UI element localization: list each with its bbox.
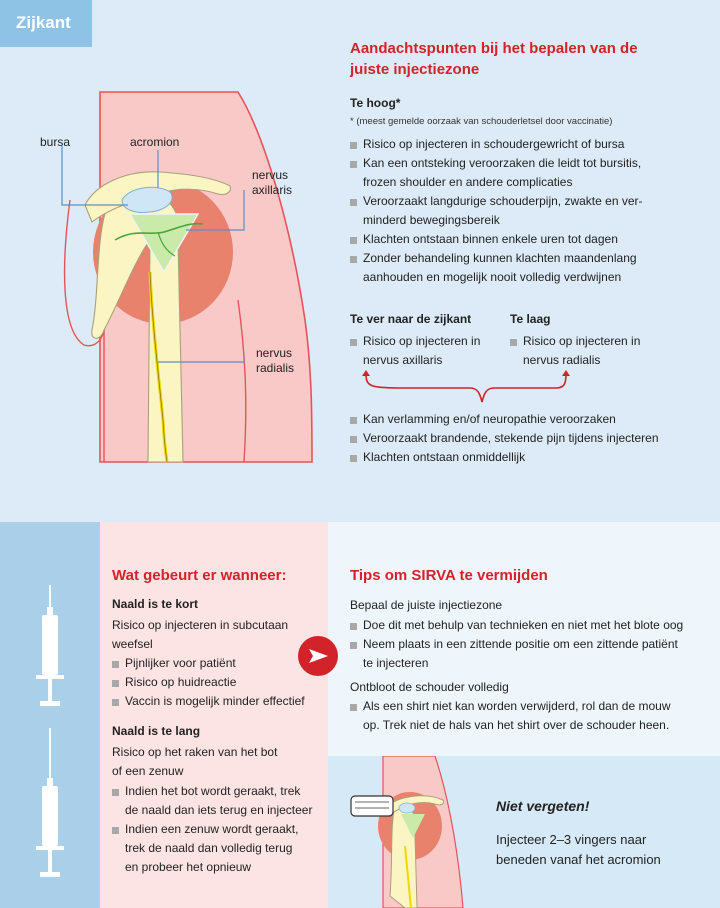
list-item: Neem plaats in een zittende positie om e…: [350, 635, 712, 654]
label-nervus-radialis-2: radialis: [256, 361, 295, 375]
common-list: Kan verlamming en/of neuropathie veroorz…: [350, 410, 710, 467]
reminder-shoulder-illustration: [350, 756, 464, 908]
too-high-note: * (meest gemelde oorzaak van schouderlet…: [350, 116, 613, 127]
too-high-heading: Te hoog*: [350, 96, 401, 110]
injection-target-zone: [128, 213, 200, 274]
tips-title: Tips om SIRVA te vermijden: [350, 567, 548, 584]
label-nervus-axillaris-1: nervus: [252, 168, 289, 182]
list-item: Als een shirt niet kan worden verwijderd…: [350, 697, 712, 716]
long-needle-intro: Risico op het raken van het bot of een z…: [112, 745, 278, 778]
what-happens-title: Wat gebeurt er wanneer:: [112, 567, 287, 584]
too-high-list: Risico op injecteren in schoudergewricht…: [350, 135, 710, 287]
list-item: Veroorzaakt brandende, stekende pijn tij…: [350, 429, 710, 448]
list-item-cont: trek de naald dan volledig terug: [125, 841, 293, 855]
long-syringe-icon: [36, 728, 64, 877]
bracket-arrow: [362, 370, 570, 403]
list-item: Vaccin is mogelijk minder effectief: [112, 692, 324, 711]
list-item-cont: frozen shoulder en andere complicaties: [363, 175, 573, 189]
too-low-list: Risico op injecteren in nervus radialis: [510, 332, 710, 370]
list-item: Doe dit met behulp van technieken en nie…: [350, 616, 712, 635]
list-item: Indien een zenuw wordt geraakt,: [112, 820, 324, 839]
nerve-axillaris: [114, 222, 204, 241]
view-tag: Zijkant: [0, 0, 92, 47]
label-acromion: acromion: [130, 135, 180, 149]
list-item: Risico op injecteren in: [350, 332, 510, 351]
attention-title: Aandachtspunten bij het bepalen van de j…: [350, 40, 638, 78]
label-bursa: bursa: [40, 135, 71, 149]
list-item-cont: op. Trek niet de hals van het shirt over…: [363, 718, 670, 732]
short-needle-intro: Risico op injecteren in subcutaan weefse…: [112, 618, 289, 651]
list-item: Pijnlijker voor patiënt: [112, 654, 324, 673]
what-happens-panel: [100, 522, 328, 908]
list-item-cont: aanhouden en mogelijk nooit volledig ver…: [363, 270, 622, 284]
bursa: [121, 186, 173, 213]
long-needle-list: Indien het bot wordt geraakt, trek de na…: [112, 782, 324, 877]
list-item: Indien het bot wordt geraakt, trek: [112, 782, 324, 801]
list-item: Risico op huidreactie: [112, 673, 324, 692]
list-item: Klachten ontstaan binnen enkele uren tot…: [350, 230, 710, 249]
reminder-text: Injecteer 2–3 vingers naar beneden vanaf…: [496, 832, 661, 867]
too-far-heading: Te ver naar de zijkant: [350, 312, 472, 326]
short-syringe-icon: [36, 585, 64, 706]
zone-heading: Bepaal de juiste injectiezone: [350, 598, 503, 612]
shoulder-diagram: [61, 91, 313, 463]
list-item: Risico op injecteren in schoudergewricht…: [350, 135, 710, 154]
reminder-title: Niet vergeten!: [496, 798, 590, 814]
expose-heading: Ontbloot de schouder volledig: [350, 680, 509, 694]
list-item-cont: nervus axillaris: [363, 353, 443, 367]
expose-list: Als een shirt niet kan worden verwijderd…: [350, 697, 712, 735]
list-item-cont: en probeer het opnieuw: [125, 860, 252, 874]
too-low-heading: Te laag: [510, 312, 551, 326]
list-item-cont: minderd bewegingsbereik: [363, 213, 500, 227]
list-item: Klachten ontstaan onmiddellijk: [350, 448, 710, 467]
list-item-cont: de naald dan iets terug en injecteer: [125, 803, 313, 817]
label-nervus-radialis-1: nervus: [256, 346, 293, 360]
list-item: Kan een ontsteking veroorzaken die leidt…: [350, 154, 710, 173]
arrow-icon: [298, 636, 338, 676]
zone-list: Doe dit met behulp van technieken en nie…: [350, 616, 712, 673]
long-needle-heading: Naald is te lang: [112, 724, 201, 738]
list-item-cont: nervus radialis: [523, 353, 601, 367]
short-needle-heading: Naald is te kort: [112, 597, 199, 611]
list-item: Kan verlamming en/of neuropathie veroorz…: [350, 410, 710, 429]
label-nervus-axillaris-2: axillaris: [252, 183, 293, 197]
list-item-cont: te injecteren: [363, 656, 429, 670]
list-item: Veroorzaakt langdurige schouderpijn, zwa…: [350, 192, 710, 211]
list-item: Zonder behandeling kunnen klachten maand…: [350, 249, 710, 268]
hand-icon: [350, 795, 394, 817]
list-item: Risico op injecteren in: [510, 332, 710, 351]
too-far-list: Risico op injecteren in nervus axillaris: [350, 332, 510, 370]
short-needle-list: Pijnlijker voor patiënt Risico op huidre…: [112, 654, 324, 711]
